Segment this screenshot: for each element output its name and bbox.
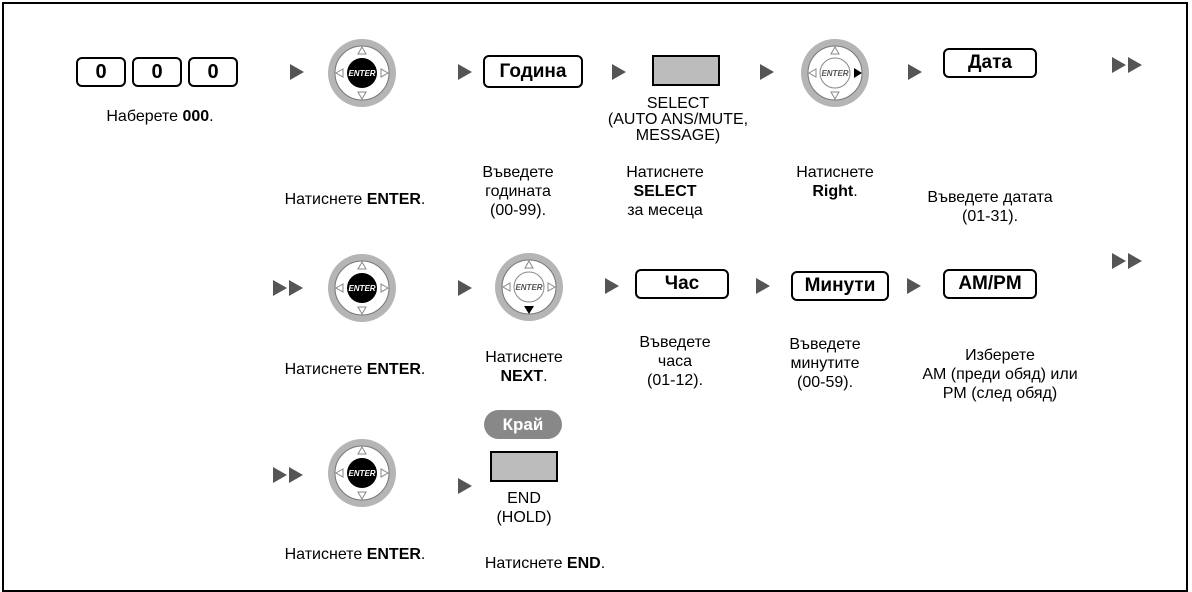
press-next-caption: Натиснете NEXT. [485, 349, 563, 385]
arrow-right-icon [458, 478, 472, 494]
ampm-key[interactable]: AM/PM [943, 269, 1037, 299]
arrow-right-icon [907, 278, 921, 294]
end-button[interactable] [490, 451, 558, 482]
svg-text:ENTER: ENTER [515, 283, 542, 292]
enter-minutes-caption: Въведете минутите (00-59). [789, 336, 861, 391]
enter-hour-caption: Въведете часа (01-12). [639, 334, 711, 389]
digit-key-0[interactable]: 0 [188, 57, 238, 87]
svg-text:ENTER: ENTER [348, 469, 375, 478]
digit-key-0[interactable]: 0 [76, 57, 126, 87]
arrow-right-icon [612, 64, 626, 80]
select-ampm-caption: Изберете AM (преди обяд) или PM (след об… [922, 347, 1078, 402]
minutes-key[interactable]: Минути [791, 271, 889, 301]
select-button[interactable] [652, 55, 720, 86]
press-end-caption: Натиснете END. [484, 555, 606, 572]
arrow-right-icon [908, 64, 922, 80]
date-key[interactable]: Дата [943, 48, 1037, 78]
arrow-right-icon [458, 280, 472, 296]
svg-text:ENTER: ENTER [348, 284, 375, 293]
hour-key[interactable]: Час [635, 269, 729, 299]
press-right-caption: Натиснете Right. [796, 164, 874, 200]
select-button-caption: SELECT (AUTO ANS/MUTE, MESSAGE) [607, 95, 749, 144]
arrow-right-icon [290, 64, 304, 80]
arrow-right-icon [458, 64, 472, 80]
navigator-right-icon[interactable]: ENTER [800, 38, 870, 108]
svg-text:ENTER: ENTER [821, 69, 848, 78]
enter-date-caption: Въведете датата (01-31). [927, 189, 1053, 225]
press-enter-caption: Натиснете ENTER. [284, 191, 426, 208]
enter-navigator-icon[interactable]: ENTER [327, 253, 397, 323]
arrow-right-icon [1128, 253, 1142, 269]
arrow-right-icon [760, 64, 774, 80]
arrow-right-icon [1128, 57, 1142, 73]
digit-key-0[interactable]: 0 [132, 57, 182, 87]
arrow-right-icon [289, 280, 303, 296]
enter-navigator-icon[interactable]: ENTER [327, 38, 397, 108]
svg-text:ENTER: ENTER [348, 69, 375, 78]
navigator-down-icon[interactable]: ENTER [494, 252, 564, 322]
end-badge: Край [484, 410, 562, 439]
arrow-right-icon [273, 280, 287, 296]
arrow-right-icon [605, 278, 619, 294]
end-button-caption: END (HOLD) [496, 490, 552, 526]
arrow-right-icon [273, 467, 287, 483]
arrow-right-icon [289, 467, 303, 483]
press-enter-caption: Натиснете ENTER. [284, 361, 426, 378]
arrow-right-icon [1112, 253, 1126, 269]
press-enter-caption: Натиснете ENTER. [284, 546, 426, 563]
year-key[interactable]: Година [483, 55, 583, 88]
enter-navigator-icon[interactable]: ENTER [327, 438, 397, 508]
arrow-right-icon [1112, 57, 1126, 73]
dial-000-caption: Наберете 000. [106, 108, 214, 125]
press-select-caption: Натиснете SELECT за месеца [626, 164, 704, 219]
enter-year-caption: Въведете годината (00-99). [482, 164, 554, 219]
arrow-right-icon [756, 278, 770, 294]
